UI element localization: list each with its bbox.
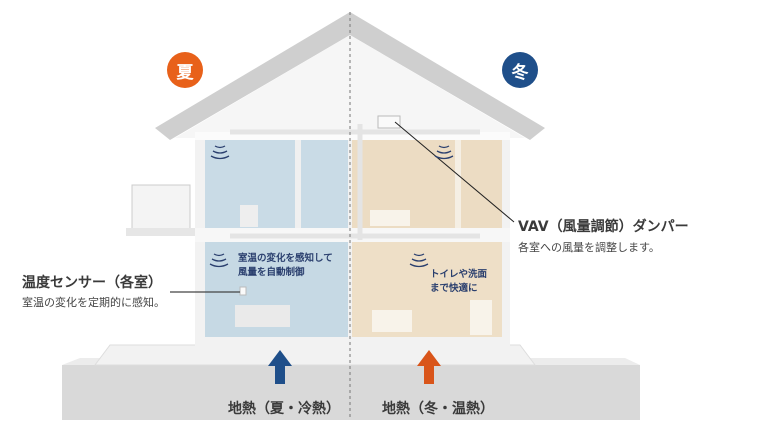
summer-room-upper (205, 140, 348, 228)
foundation (94, 344, 536, 366)
summer-badge: 夏 (167, 52, 203, 88)
temperature-sensor (239, 286, 247, 296)
sensor-description: 室温の変化を定期的に感知。 (22, 296, 165, 309)
ground-slab (62, 365, 640, 420)
winter-badge: 冬 (502, 52, 538, 88)
winter-heat-arrow (417, 350, 441, 384)
vav-title: VAV（風量調節）ダンパー (518, 219, 689, 235)
balcony (131, 184, 191, 234)
vav-damper (377, 115, 401, 129)
summer-room-note: 室温の変化を感知して 風量を自動制御 (238, 253, 333, 278)
summer-ground-label: 地熱（夏・冷熱） (228, 401, 340, 417)
sensor-title: 温度センサー（各室） (22, 275, 162, 291)
winter-ground-label: 地熱（冬・温熱） (382, 401, 494, 417)
winter-room-note: トイレや洗面 まで快適に (430, 269, 488, 294)
vav-description: 各室への風量を調整します。 (518, 241, 660, 254)
summer-heat-arrow (268, 350, 292, 384)
